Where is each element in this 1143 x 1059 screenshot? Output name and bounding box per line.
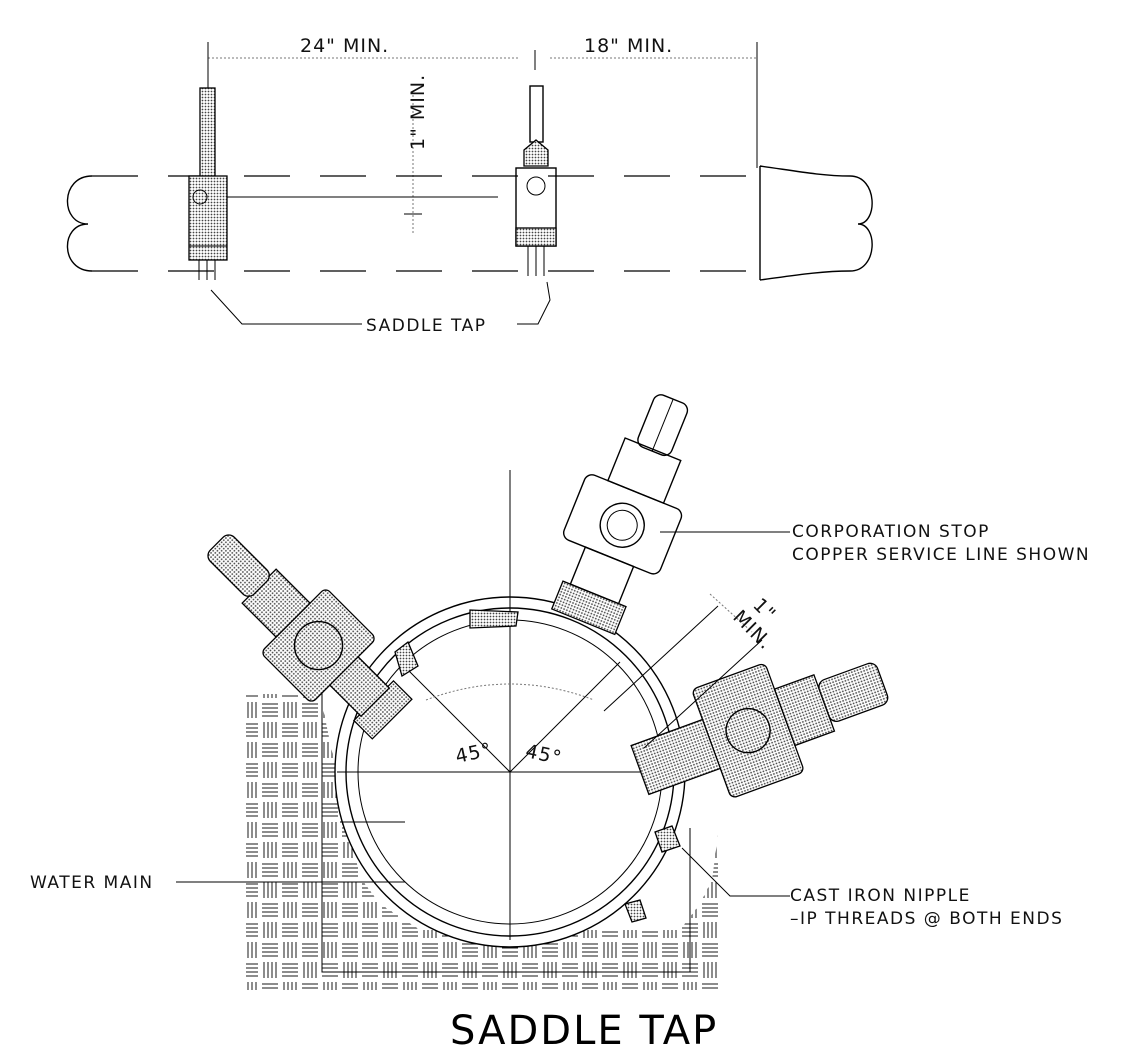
section-view	[176, 394, 889, 990]
corporation-stop-label: CORPORATION STOP	[792, 522, 990, 542]
dimension-lines	[207, 42, 758, 235]
saddle-tap-left	[188, 87, 228, 280]
corporation-stop-top	[550, 394, 689, 636]
water-main-label: WATER MAIN	[30, 873, 154, 893]
saddle-tap-callout: SADDLE TAP	[366, 316, 486, 336]
dim-1-min-vertical: 1" MIN.	[407, 74, 429, 150]
top-view	[66, 42, 873, 325]
drawing-title: SADDLE TAP	[450, 1008, 718, 1054]
corporation-stop-left	[207, 534, 413, 740]
trench-bedding	[246, 694, 720, 990]
dim-18-min: 18" MIN.	[584, 35, 673, 57]
saddle-tap-right	[515, 85, 557, 276]
ip-threads-label: –IP THREADS @ BOTH ENDS	[790, 909, 1063, 929]
dim-24-min: 24" MIN.	[300, 35, 389, 57]
copper-service-line-label: COPPER SERVICE LINE SHOWN	[792, 545, 1090, 565]
cast-iron-nipple-label: CAST IRON NIPPLE	[790, 886, 971, 906]
main-pipe-top-view	[66, 165, 873, 281]
corporation-stop-right	[630, 662, 889, 798]
